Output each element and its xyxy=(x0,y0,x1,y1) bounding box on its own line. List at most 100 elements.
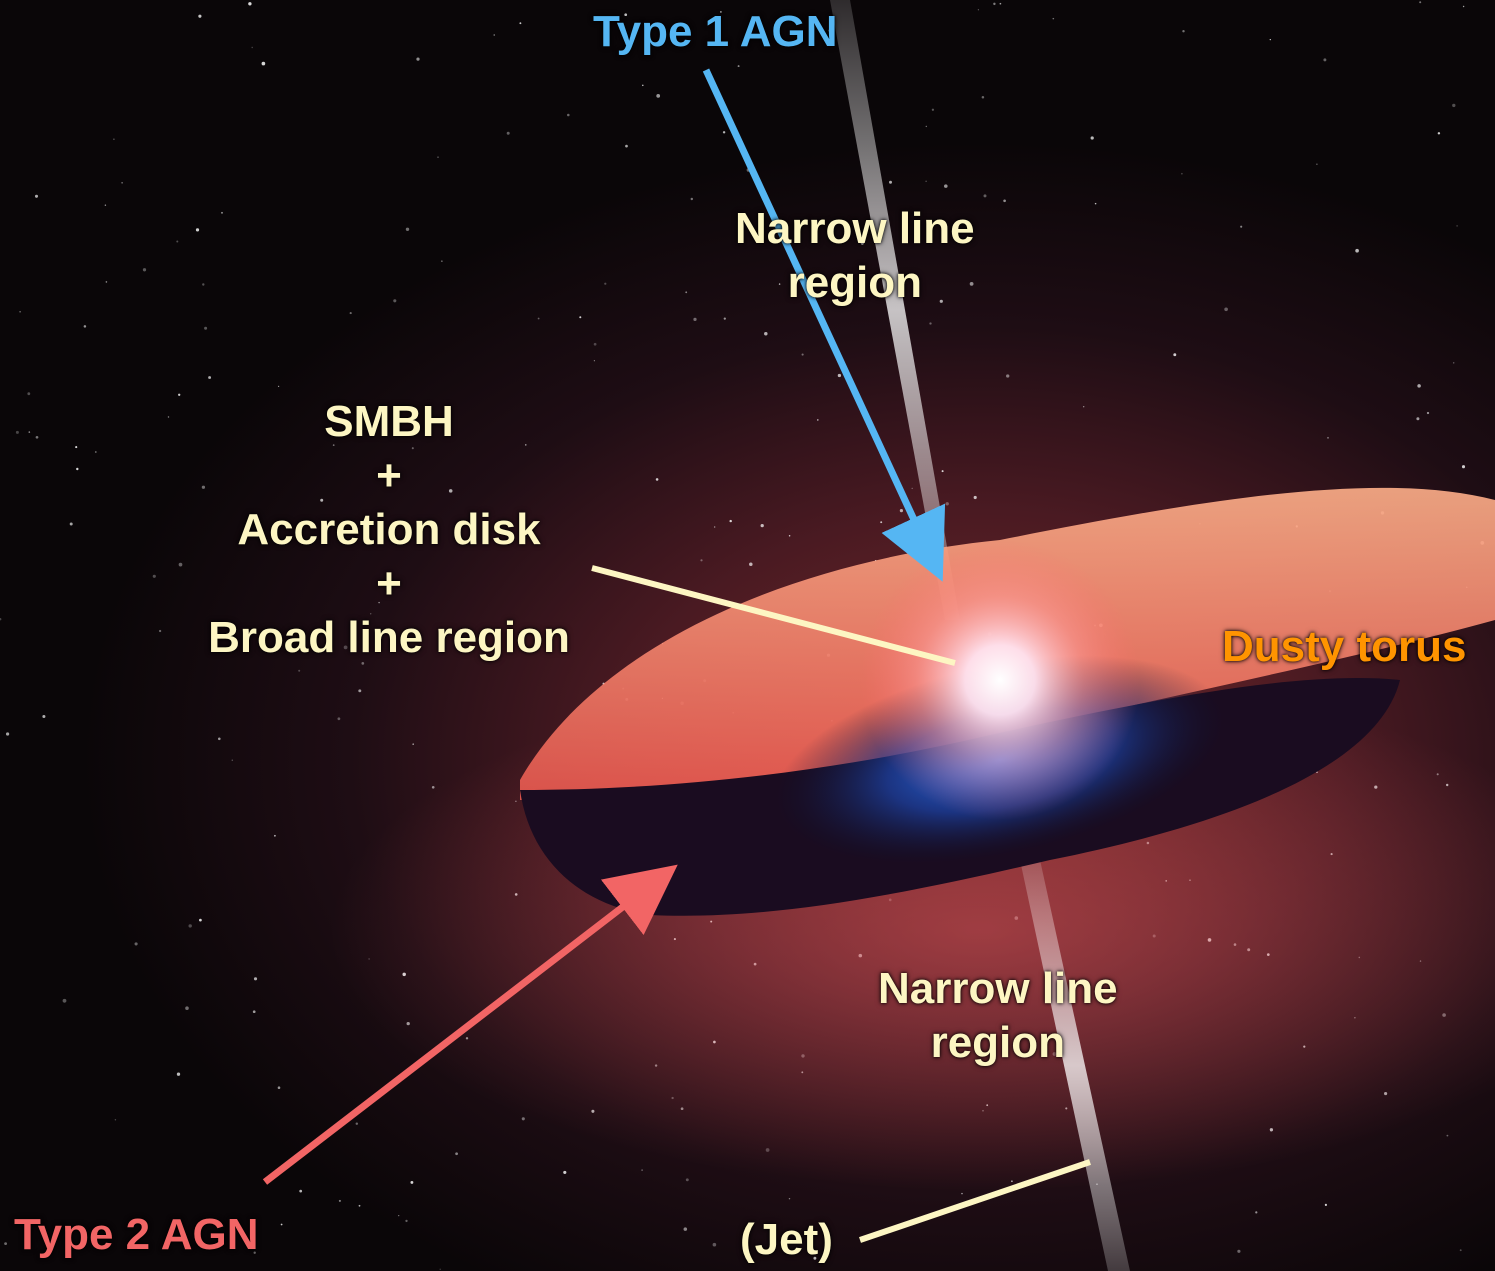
star xyxy=(204,326,208,330)
star xyxy=(720,11,722,13)
star xyxy=(455,1152,458,1156)
star xyxy=(764,332,768,336)
star xyxy=(199,918,202,922)
star xyxy=(685,291,688,294)
star xyxy=(134,942,138,946)
jet-lower xyxy=(1020,860,1130,1271)
star xyxy=(1316,163,1318,165)
star xyxy=(827,29,831,32)
star xyxy=(723,317,726,320)
star xyxy=(94,451,97,453)
star xyxy=(75,446,78,449)
star xyxy=(6,732,10,736)
star xyxy=(176,240,179,243)
star xyxy=(941,470,944,473)
core-line-blr: Broad line region xyxy=(208,613,570,662)
star xyxy=(944,184,948,188)
star xyxy=(537,317,540,320)
star xyxy=(338,1199,341,1202)
star xyxy=(188,924,192,928)
star xyxy=(749,562,753,567)
nlr-bottom-line1: Narrow line xyxy=(878,964,1118,1013)
star xyxy=(1417,384,1421,388)
star xyxy=(1355,248,1359,253)
star xyxy=(274,834,276,837)
star xyxy=(489,648,491,650)
star xyxy=(35,435,39,439)
star xyxy=(253,977,258,981)
star xyxy=(277,385,280,388)
star xyxy=(358,689,362,693)
star xyxy=(700,559,703,562)
star xyxy=(521,1117,525,1121)
star xyxy=(121,182,123,184)
jet-upper xyxy=(830,0,960,620)
star xyxy=(506,131,510,135)
star xyxy=(737,65,740,68)
star xyxy=(370,613,372,615)
star xyxy=(642,84,644,87)
star xyxy=(983,194,987,198)
star xyxy=(889,180,892,184)
star xyxy=(593,360,596,362)
star xyxy=(1255,1211,1258,1214)
star xyxy=(604,282,607,285)
nlr-bottom-line2: region xyxy=(930,1018,1066,1067)
jet-label: (Jet) xyxy=(740,1215,833,1264)
nlr-top-line2: region xyxy=(787,258,923,307)
star xyxy=(248,2,252,6)
star xyxy=(1461,465,1466,469)
star xyxy=(201,485,206,489)
type2-arrow xyxy=(262,864,678,1185)
star xyxy=(441,260,443,262)
star xyxy=(579,316,582,319)
star xyxy=(15,430,19,434)
star xyxy=(656,94,661,98)
star xyxy=(28,431,31,433)
star xyxy=(493,34,495,36)
star xyxy=(655,478,659,481)
star xyxy=(925,180,927,182)
star xyxy=(393,299,397,303)
star xyxy=(105,281,108,283)
star xyxy=(813,1256,817,1260)
star xyxy=(1323,58,1327,62)
star xyxy=(1416,417,1420,421)
star xyxy=(76,467,79,471)
star xyxy=(83,325,87,328)
star xyxy=(685,1178,689,1182)
star xyxy=(42,714,46,719)
star xyxy=(252,1010,256,1014)
star xyxy=(683,1227,688,1231)
star xyxy=(412,743,414,745)
star xyxy=(1003,199,1006,203)
star xyxy=(253,1251,256,1254)
nlr-top-line1: Narrow line xyxy=(735,204,975,253)
star xyxy=(693,317,697,322)
star xyxy=(358,1204,361,1207)
star xyxy=(1324,1203,1327,1206)
star xyxy=(378,601,380,604)
star xyxy=(332,444,335,446)
star xyxy=(1269,38,1271,41)
core-pointer-line xyxy=(591,565,956,666)
star xyxy=(349,312,352,315)
jet-pointer-line xyxy=(859,1159,1091,1243)
star xyxy=(1452,103,1456,108)
star xyxy=(817,419,819,421)
star xyxy=(1433,653,1436,655)
star xyxy=(714,526,716,528)
star xyxy=(298,669,301,672)
star xyxy=(185,1006,189,1010)
star xyxy=(1182,29,1185,33)
star xyxy=(178,562,183,567)
star xyxy=(19,311,21,313)
star xyxy=(860,241,864,245)
star xyxy=(437,156,439,158)
star xyxy=(563,1170,567,1174)
star xyxy=(624,13,628,17)
star xyxy=(845,231,849,235)
star xyxy=(712,1242,717,1247)
star xyxy=(405,227,410,231)
star xyxy=(431,785,435,789)
